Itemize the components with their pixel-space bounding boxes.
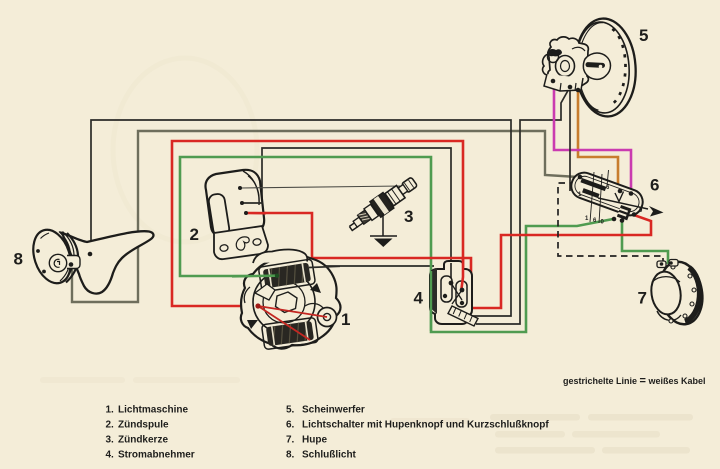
svg-text:Scheinwerfer: Scheinwerfer [302,405,365,416]
svg-text:Stromabnehmer: Stromabnehmer [118,450,195,461]
svg-text:6: 6 [650,176,659,195]
svg-text:1: 1 [585,216,589,222]
svg-text:3.: 3. [106,435,115,446]
svg-text:Lichtschalter mit Hupenknopf u: Lichtschalter mit Hupenknopf und Kurzsch… [302,420,549,431]
svg-text:2: 2 [190,225,199,244]
svg-text:Schlußlicht: Schlußlicht [302,450,357,461]
svg-text:0: 0 [601,220,605,226]
svg-text:6: 6 [606,185,610,191]
svg-text:5: 5 [639,26,648,45]
svg-text:1: 1 [578,192,582,198]
svg-text:7.: 7. [286,435,295,446]
svg-text:4.: 4. [106,450,115,461]
svg-text:8.: 8. [286,450,295,461]
svg-text:3: 3 [404,207,413,226]
svg-text:1.: 1. [106,405,115,416]
svg-text:7: 7 [638,289,647,308]
svg-text:6: 6 [593,218,597,224]
svg-text:Lichtmaschine: Lichtmaschine [118,405,188,416]
svg-text:5.: 5. [286,405,295,416]
svg-text:6.: 6. [286,420,295,431]
svg-text:4: 4 [414,289,424,308]
svg-text:Hupe: Hupe [302,435,327,446]
svg-text:gestrichelte Linie = weißes Ka: gestrichelte Linie = weißes Kabel [563,375,706,387]
svg-text:Zündspule: Zündspule [118,420,169,431]
svg-text:2.: 2. [106,420,115,431]
svg-text:0: 0 [639,208,643,214]
svg-text:1: 1 [341,310,350,329]
svg-text:8: 8 [14,250,23,269]
svg-text:Zündkerze: Zündkerze [118,435,168,446]
